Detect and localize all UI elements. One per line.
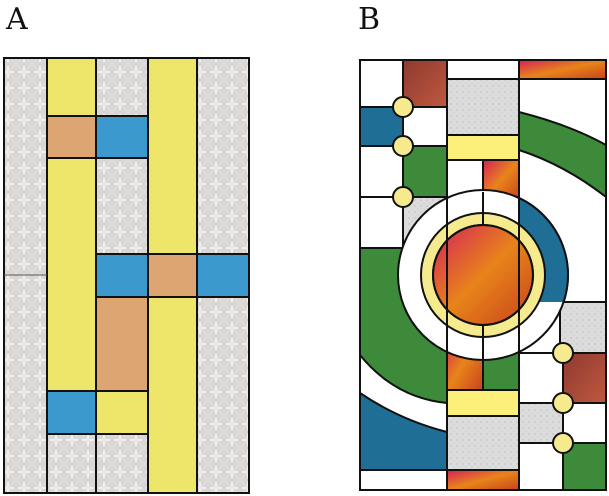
panel-b xyxy=(359,59,607,491)
pane-yellow xyxy=(147,57,198,255)
pane-yellow xyxy=(95,390,149,435)
jewel xyxy=(552,392,574,414)
pane-yellow xyxy=(46,157,97,392)
jewel xyxy=(392,135,414,157)
jewel xyxy=(392,186,414,208)
pane-lace xyxy=(46,433,97,494)
pane-yellow xyxy=(446,134,520,161)
pane-blue xyxy=(196,253,250,298)
pane-yellow xyxy=(46,57,97,117)
pane-lace xyxy=(95,57,149,117)
panel-a xyxy=(3,57,250,494)
pane-orange xyxy=(46,115,97,159)
pane-yellow xyxy=(446,389,520,417)
pane-orange xyxy=(147,253,198,298)
jewel xyxy=(392,96,414,118)
jewel xyxy=(552,432,574,454)
jewels xyxy=(392,96,574,454)
pane-fire xyxy=(518,59,607,80)
panel-b-label: B xyxy=(358,2,381,37)
pane-blue xyxy=(95,115,149,159)
pane-lace xyxy=(95,433,149,494)
panel-a-label: A xyxy=(6,2,28,37)
pane-blue xyxy=(46,390,97,435)
pane-speckle xyxy=(446,415,520,471)
pane-lace xyxy=(95,157,149,255)
pane-fire xyxy=(446,469,520,491)
pane-yellow xyxy=(147,296,198,494)
pane-orange xyxy=(95,296,149,392)
pane-blue xyxy=(95,253,149,298)
jewel xyxy=(552,342,574,364)
pane-speckle xyxy=(446,78,520,136)
